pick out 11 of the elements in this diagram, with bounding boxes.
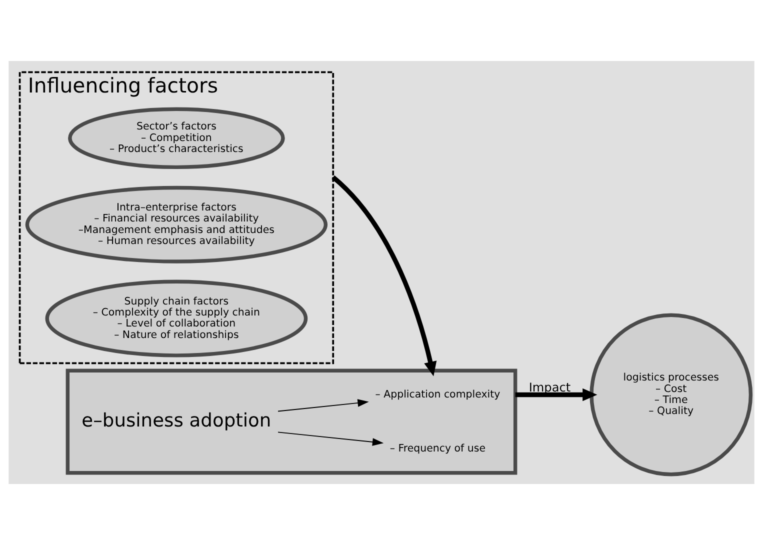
node-text: – Application complexity	[375, 388, 500, 400]
arrow	[515, 388, 598, 401]
node-ellipse: Supply chain factors – Complexity of the supply chain – Level of collaboration – Nature of relationships	[45, 279, 308, 357]
node-circle: logistics processes – Cost – Time – Quality	[590, 312, 753, 476]
node-ellipse: Intra–enterprise factors – Financial resources availability –Management emphasis and attitudes – Human resources availability	[25, 185, 328, 263]
edge-label: Impact	[528, 380, 571, 394]
arrow	[278, 398, 369, 412]
node-text: – Frequency of use	[390, 442, 486, 454]
node-ellipse: Sector’s factors – Competition – Product’s characteristics	[68, 106, 285, 169]
arrow	[332, 175, 437, 376]
arrow	[278, 431, 384, 446]
